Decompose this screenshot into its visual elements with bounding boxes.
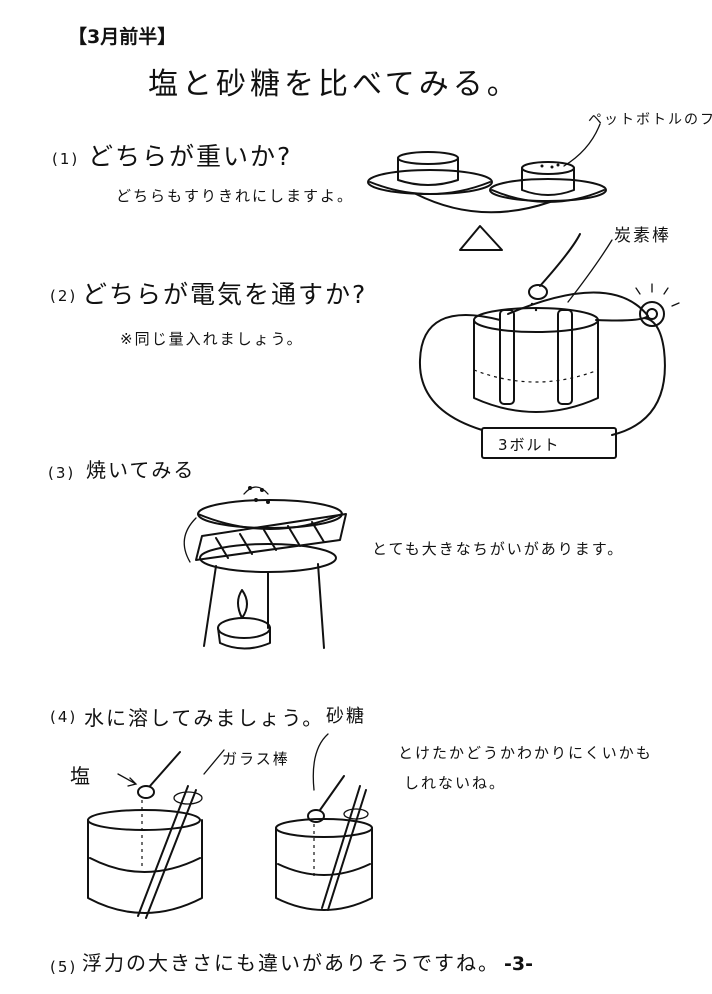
page-number: -3- [504,953,533,975]
q5-text: 浮力の大きさにも違いがありそうですね。 [82,951,500,975]
label-battery: 3ボルト [498,436,561,454]
glass-rod-sugar [322,786,368,910]
q3-number: (3) [48,464,76,482]
heat-arrow [184,518,196,562]
q4-note-line2: しれないね。 [404,774,507,792]
left-bottle-cap [398,152,458,185]
label-sugar: 砂糖 [326,706,366,727]
page-title: 塩と砂糖を比べてみる。 [148,67,521,102]
q2-text: どちらが電気を通すか? [82,280,368,309]
alcohol-lamp [218,590,270,649]
battery [482,428,616,458]
q3-note: とても大きなちがいがあります。 [372,540,625,558]
label-bottle-cap: ペットボトルのフタ [588,112,712,128]
salt-beaker [88,810,202,913]
q2-note: ※同じ量入れましょう。 [120,330,304,348]
conductivity-illustration [412,230,682,466]
sugar-spoon [308,776,344,822]
right-pan [490,179,606,202]
dissolve-sugar-illustration [266,730,386,920]
q1-note: どちらもすりきれにしますよ。 [116,187,355,205]
glass-rod-salt [138,786,202,918]
balance-scale-illustration [360,110,620,250]
balance-beam [416,194,550,212]
bottle-cap-pointer [564,124,600,166]
sugar-pointer [313,734,328,790]
salt-arrow [118,774,136,786]
dissolve-salt-illustration [84,746,224,926]
tripod-stand [200,544,336,648]
label-salt: 塩 [70,764,92,788]
q4-number: (4) [50,708,78,726]
carbon-rod-pointer [568,240,612,302]
circuit-wire [420,292,665,450]
flame-icon [238,590,247,618]
q2-number: (2) [50,287,78,305]
q1-number: (1) [52,150,80,168]
salt-spoon [138,752,180,798]
carbon-rod-right [558,310,572,404]
q4-note-line1: とけたかどうかわかりにくいかも [398,744,653,762]
left-pan [368,170,492,194]
right-bottle-cap [522,162,574,195]
sugar-beaker [276,819,372,910]
carbon-rod-left [500,310,514,404]
q5-number: (5) [50,958,78,976]
spoon [529,234,580,312]
label-carbon-rod: 炭素棒 [614,226,671,246]
label-glass-rod: ガラス棒 [222,750,290,768]
beaker [474,308,598,412]
balance-fulcrum [460,226,502,250]
q1-text: どちらが重いか? [88,142,293,171]
section-header: 【3月前半】 [68,26,177,48]
q4-text: 水に溶してみましょう。 [84,706,325,730]
q3-text: 焼いてみる [86,458,196,482]
lamp [636,284,679,326]
glass-rod-pointer [204,750,224,774]
heating-illustration [176,486,366,658]
